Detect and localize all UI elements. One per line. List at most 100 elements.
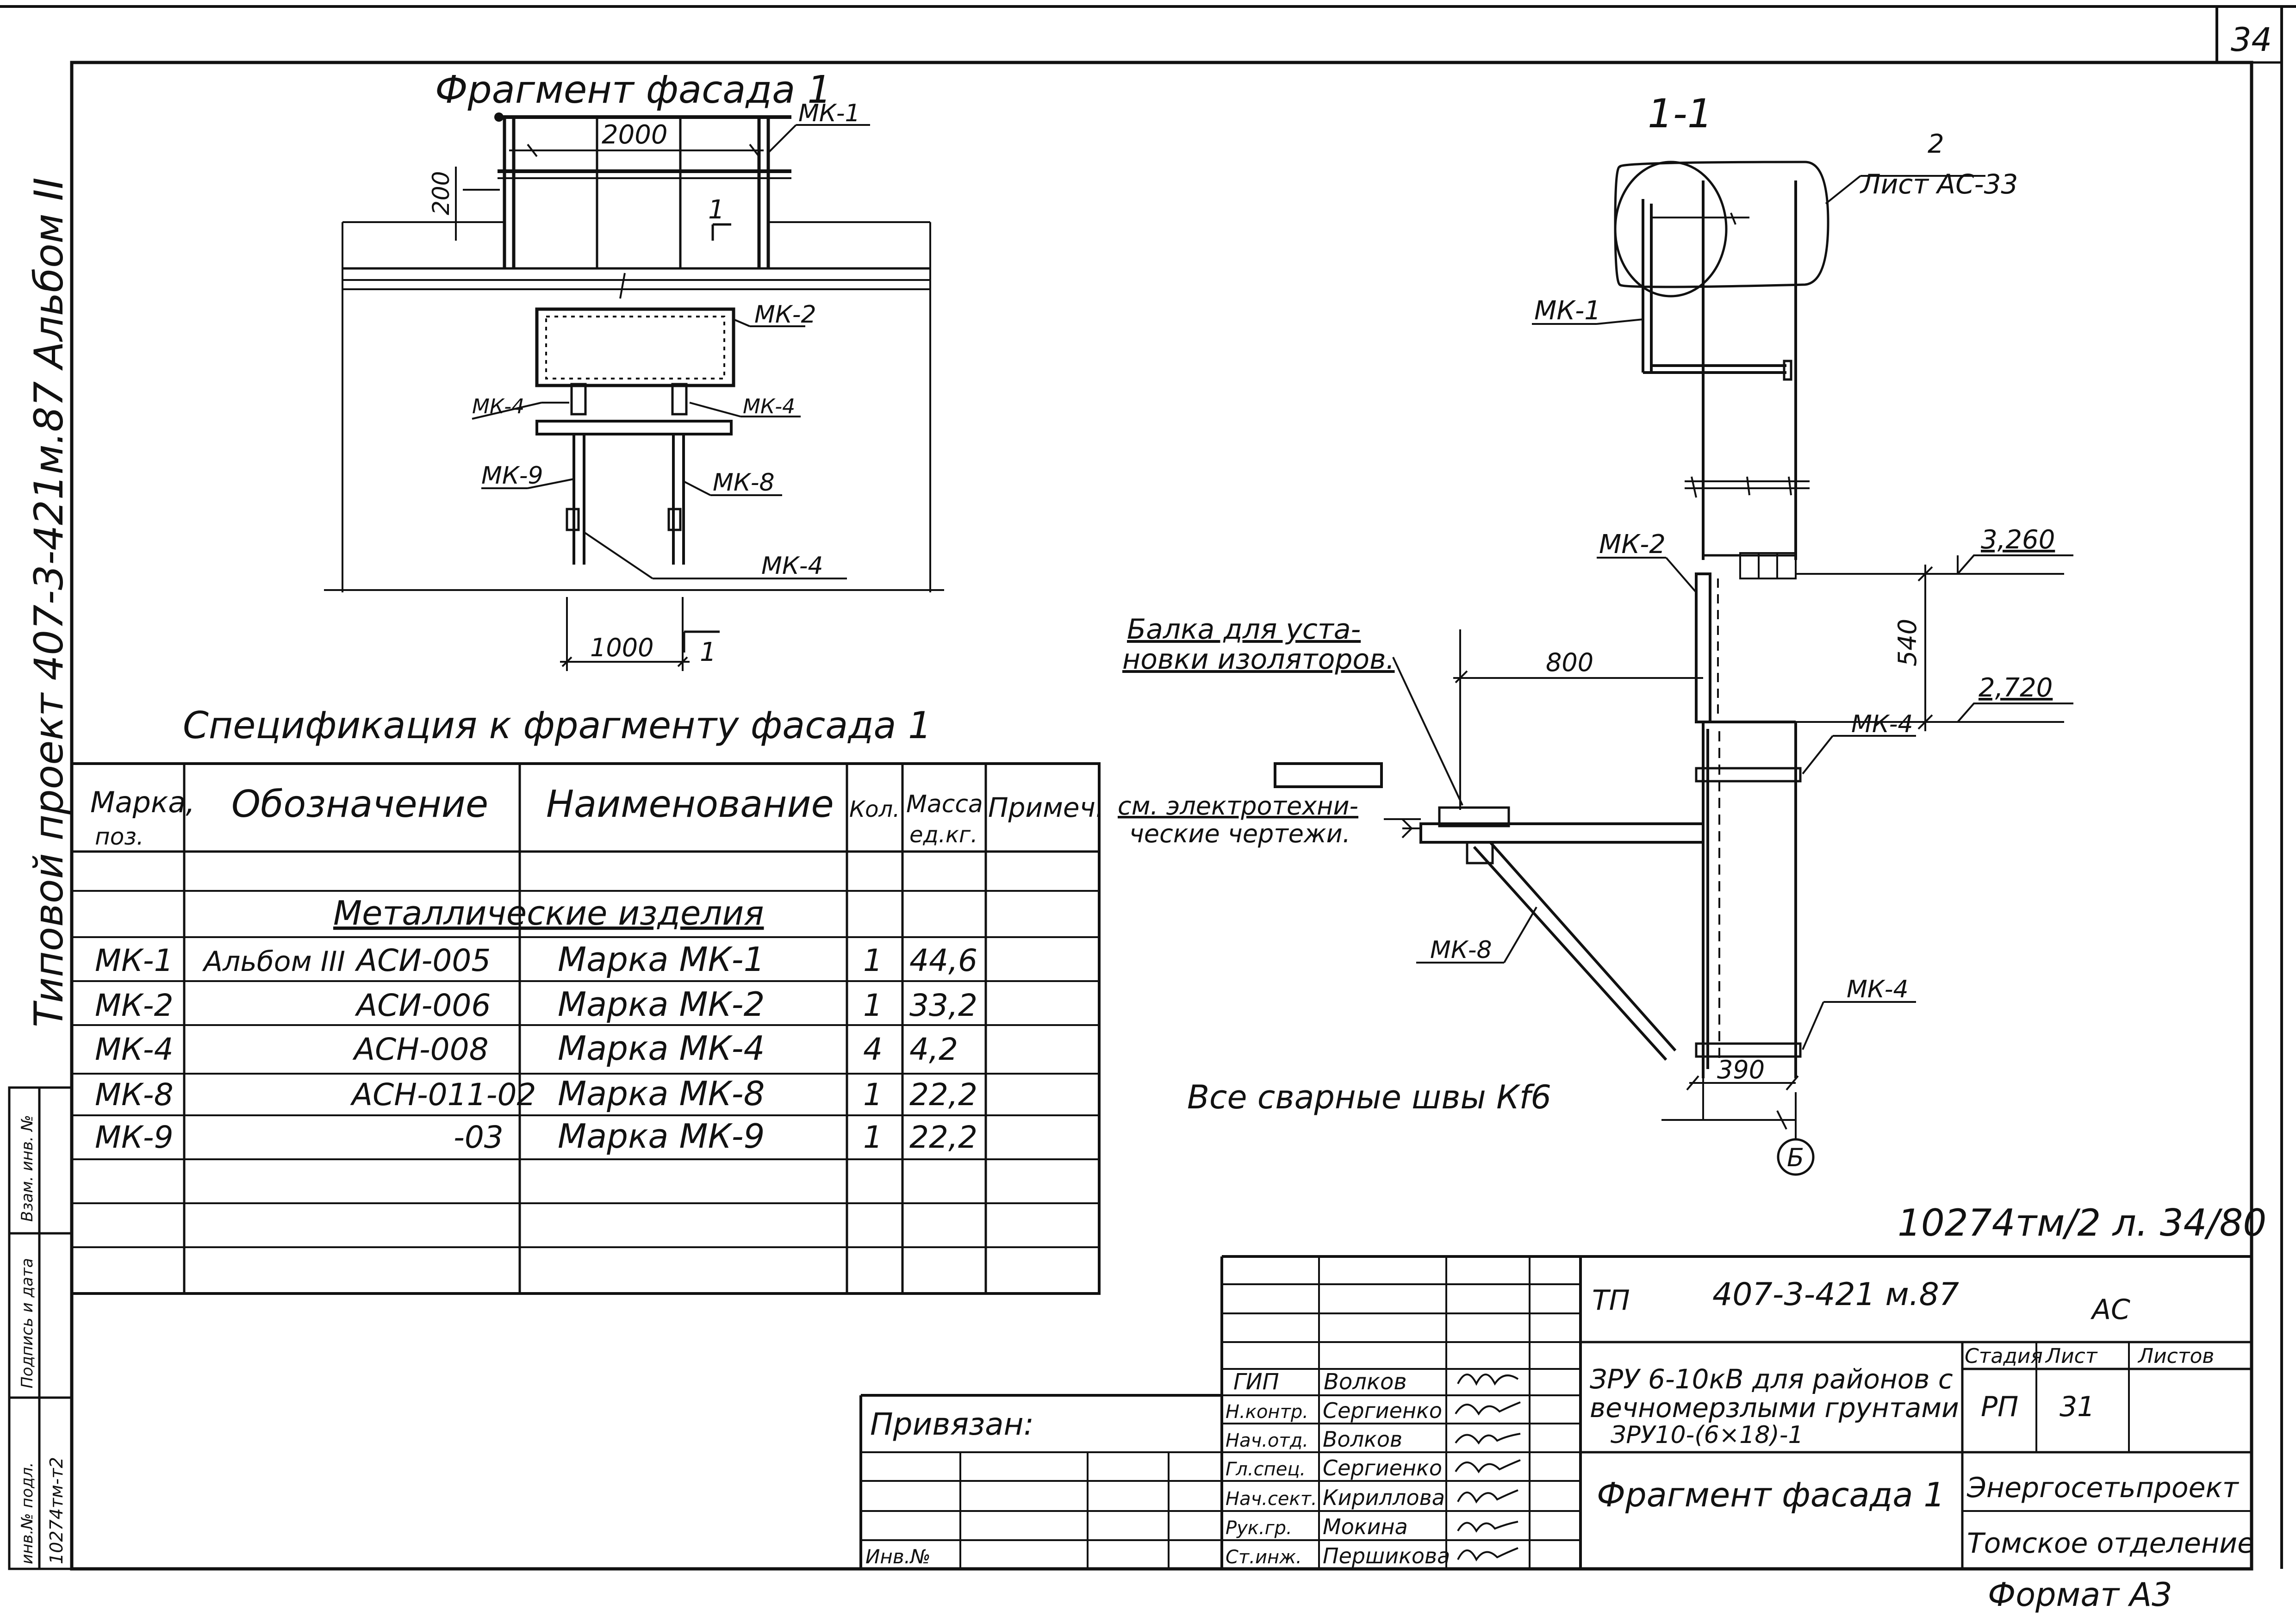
- tb-project: 407-3-421 м.87: [1712, 1276, 1959, 1313]
- person-2: Нач.отд. Волков: [1226, 1427, 1402, 1452]
- person-name: Кириллова: [1323, 1485, 1445, 1510]
- hdr-mark-1: Марка,: [90, 785, 195, 819]
- tb-org-1: Энергосетьпроект: [1966, 1472, 2240, 1504]
- tb-object-3: ЗРУ10-(6×18)-1: [1611, 1421, 1804, 1449]
- tb-org-2: Томское отделение: [1967, 1527, 2254, 1560]
- tb-sheet-label: Лист: [2045, 1344, 2098, 1368]
- person-0: ГИП Волков: [1233, 1369, 1407, 1395]
- left-margin: Типовой проект 407-3-421м.87 Альбом II П…: [8, 177, 73, 1570]
- page-number: 34: [2231, 21, 2272, 59]
- hdr-qty: Кол.: [849, 796, 900, 822]
- archive-number: 10274тм/2 л. 34/80: [1898, 1201, 2266, 1244]
- weld-note: Все сварные швы Кf6: [1187, 1078, 1551, 1116]
- person-role: Нач.отд.: [1226, 1430, 1308, 1451]
- row-name: Марка МК-1: [558, 940, 765, 979]
- format-label: Формат А3: [1988, 1576, 2172, 1614]
- tb-section-code: АС: [2090, 1293, 2130, 1326]
- hdr-mark-2: поз.: [95, 823, 144, 850]
- section-label-mk2: МК-2: [1599, 529, 1666, 560]
- dim-200: 200: [428, 171, 454, 215]
- section-title: 1-1: [1648, 91, 1712, 137]
- dim-390: 390: [1717, 1055, 1765, 1084]
- person-role: Ст.инж.: [1226, 1547, 1302, 1568]
- person-role: Рук.гр.: [1226, 1517, 1292, 1539]
- person-name: Мокина: [1323, 1514, 1408, 1539]
- row-mark: МК-9: [95, 1119, 174, 1155]
- album-title: Типовой проект 407-3-421м.87 Альбом II: [26, 177, 72, 1027]
- tb-code: ТП: [1592, 1284, 1630, 1317]
- facade-label-mk4-right: МК-4: [743, 395, 795, 418]
- person-3: Гл.спец. Сергиенко: [1226, 1455, 1442, 1480]
- row-mark: МК-1: [95, 943, 174, 978]
- hdr-mass-1: Масса: [906, 790, 983, 818]
- margin-inv-label: инв.№ подл.: [18, 1462, 37, 1564]
- person-1: Н.контр. Сергиенко: [1226, 1398, 1442, 1423]
- section-label-mk1: МК-1: [1534, 296, 1601, 326]
- section-label-mk8: МК-8: [1430, 936, 1492, 964]
- elev-top: 3,260: [1981, 525, 2055, 555]
- row-mass: 4,2: [909, 1032, 958, 1067]
- section-mark-bottom: 1: [700, 637, 716, 667]
- dim-800: 800: [1546, 648, 1593, 677]
- node-ref: 2: [1928, 129, 1944, 159]
- tb-stage-label: Стадия: [1965, 1344, 2043, 1368]
- row-name: Марка МК-9: [558, 1117, 765, 1156]
- row-designation: АСИ-006: [355, 988, 491, 1023]
- spec-table: Спецификация к фрагменту фасада 1 Марка,…: [70, 704, 1104, 1295]
- row-designation: АСН-008: [352, 1032, 489, 1067]
- tb-sheet-no: 31: [2060, 1391, 2095, 1423]
- title-block: Привязан: Инв.№ ГИП Волков Н.контр. Серг…: [859, 1255, 2254, 1569]
- spec-row-0: МК-1 Альбом III АСИ-005 Марка МК-1 1 44,…: [95, 940, 977, 979]
- hdr-designation: Обозначение: [231, 783, 488, 826]
- row-designation: -03: [454, 1119, 504, 1155]
- elec-note-2: ческие чертежи.: [1129, 819, 1350, 848]
- row-mass: 44,6: [909, 943, 977, 978]
- facade-title: Фрагмент фасада 1: [435, 68, 832, 112]
- spec-row-4: МК-9 -03 Марка МК-9 1 22,2: [95, 1117, 977, 1156]
- tb-object-1: ЗРУ 6-10кВ для районов с: [1590, 1363, 1953, 1395]
- person-role: Н.контр.: [1226, 1401, 1308, 1423]
- section-label-mk4-top: МК-4: [1851, 710, 1913, 738]
- row-mass: 22,2: [909, 1077, 977, 1113]
- row-designation: АСН-011-02: [350, 1077, 536, 1113]
- railing: [494, 112, 791, 268]
- person-6: Ст.инж. Першикова: [1226, 1543, 1450, 1568]
- row-mark: МК-2: [95, 988, 174, 1023]
- section-label-mk4-bottom: МК-4: [1847, 976, 1909, 1003]
- axis-label: Б: [1787, 1143, 1804, 1172]
- facade-label-mk4-left: МК-4: [472, 395, 524, 418]
- margin-exchange-label: Взам. инв. №: [18, 1115, 37, 1222]
- signature-scribbles: [1455, 1374, 1521, 1561]
- bound-label: Привязан:: [870, 1406, 1034, 1442]
- row-name: Марка МК-4: [558, 1029, 765, 1068]
- dim-1000: 1000: [590, 633, 653, 662]
- dim-540: 540: [1893, 619, 1922, 666]
- person-name: Волков: [1323, 1427, 1402, 1452]
- spec-group: Металлические изделия: [333, 894, 764, 933]
- hdr-name: Наименование: [546, 783, 834, 826]
- spec-title: Спецификация к фрагменту фасада 1: [183, 704, 932, 747]
- person-role: Нач.сект.: [1226, 1488, 1317, 1510]
- tb-stage: РП: [1981, 1391, 2018, 1423]
- person-name: Волков: [1324, 1369, 1407, 1395]
- row-qty: 1: [863, 988, 883, 1023]
- node-sheet: Лист АС-33: [1860, 168, 2018, 200]
- row-designation: АСИ-005: [355, 943, 491, 978]
- facade-label-mk1: МК-1: [798, 99, 860, 127]
- person-5: Рук.гр. Мокина: [1226, 1514, 1408, 1539]
- person-name: Першикова: [1323, 1543, 1450, 1568]
- row-album: Альбом III: [202, 945, 345, 978]
- elec-note-1: см. электротехни-: [1118, 791, 1358, 821]
- person-role: Гл.спец.: [1226, 1459, 1306, 1480]
- elev-bottom: 2,720: [1979, 673, 2053, 703]
- row-name: Марка МК-8: [558, 1074, 765, 1113]
- dim-2000: 2000: [602, 120, 668, 150]
- section-1-1: 1-1 2 Лист АС-33 МК-1: [1118, 91, 2073, 1176]
- beam-note-1: Балка для уста-: [1127, 613, 1361, 646]
- spec-row-1: МК-2 АСИ-006 Марка МК-2 1 33,2: [95, 985, 977, 1024]
- spec-row-2: МК-4 АСН-008 Марка МК-4 4 4,2: [95, 1029, 958, 1068]
- row-mass: 33,2: [909, 988, 977, 1023]
- person-role: ГИП: [1233, 1369, 1279, 1395]
- person-4: Нач.сект. Кириллова: [1226, 1485, 1445, 1510]
